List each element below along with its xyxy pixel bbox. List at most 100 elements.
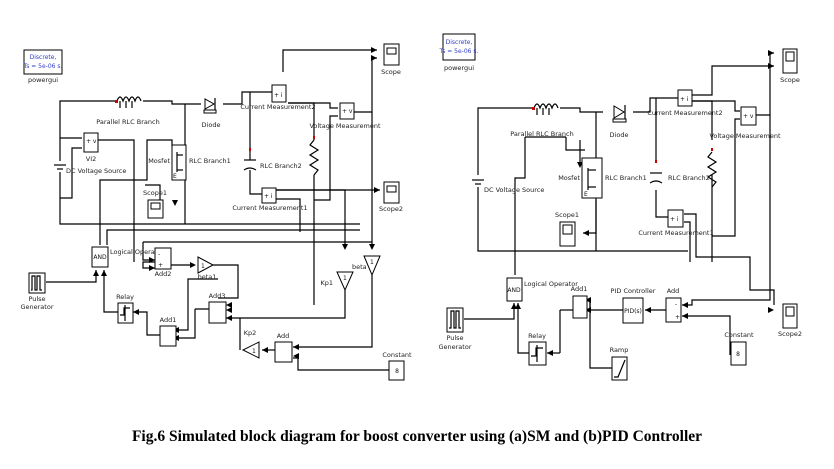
svg-text:Scope1: Scope1 [555,211,579,219]
svg-text:Voltage Measurement: Voltage Measurement [309,122,381,130]
add1-a[interactable]: Add1 [159,316,177,347]
svg-text:AND: AND [507,287,521,294]
rlc-branch2-capacitor-a[interactable]: RLC Branch2 [243,148,302,171]
svg-text:Current Measurement1: Current Measurement1 [232,204,307,212]
relay-a[interactable]: Relay [116,293,134,324]
pulse-generator-b[interactable]: Pulse Generator [438,307,472,351]
svg-text:Current Measurement2: Current Measurement2 [240,103,315,111]
current-measurement1-b[interactable]: + i Current Measurement1 [638,209,714,237]
svg-text:PID Controller: PID Controller [611,287,656,295]
svg-text:Add1: Add1 [160,316,177,324]
svg-text:Add: Add [667,287,680,295]
pulse-generator-a[interactable]: Pulse Generator [20,272,54,311]
current-measurement2-a[interactable]: + i Current Measurement2 [240,84,316,111]
svg-text:Constant: Constant [382,351,412,359]
svg-text:Discrete,: Discrete, [446,39,473,46]
svg-text:beta1: beta1 [198,273,217,281]
voltage-measurement-a[interactable]: + v Voltage Measurement [309,102,381,130]
powergui-block-b[interactable]: Discrete, Ts = 5e-06 s. powergui [439,33,479,72]
scope-a[interactable]: Scope [381,43,401,76]
beta1-gain-a[interactable]: 1 beta1 [197,256,217,281]
scope2-a[interactable]: Scope2 [379,181,403,213]
svg-text:VI2: VI2 [86,155,97,163]
rlc-branch2-capacitor-b[interactable]: RLC Branch2 [649,160,710,184]
diode-a[interactable]: Diode [202,98,221,129]
ramp-b[interactable]: Ramp [610,346,629,381]
kp1-gain-a[interactable]: 1 Kp1 [320,271,354,292]
svg-text:Add: Add [277,332,290,340]
svg-text:Current Measurement1: Current Measurement1 [638,229,713,237]
svg-text:Scope1: Scope1 [143,189,167,197]
parallel-rlc-branch-b[interactable]: Parallel RLC Branch [510,103,574,138]
scope1-a[interactable]: Scope1 [143,189,167,219]
svg-text:+ i: + i [264,193,273,200]
scope1-b[interactable]: Scope1 [555,211,579,247]
svg-text:1: 1 [252,348,256,355]
svg-text:Ts = 5e-06 s.: Ts = 5e-06 s. [439,48,479,55]
svg-text:+ i: + i [680,96,689,103]
parallel-rlc-branch-a[interactable]: Parallel RLC Branch [96,96,160,126]
svg-text:Mosfet: Mosfet [148,157,170,165]
figure-caption: Fig.6 Simulated block diagram for boost … [131,428,703,445]
svg-text:-: - [675,301,677,308]
logical-operator-a[interactable]: AND Logical Operator [91,246,164,268]
svg-text:Ramp: Ramp [610,346,629,354]
powergui-block-a[interactable]: Discrete, Ts = 5e-06 s. powergui [23,49,63,84]
scope2-b[interactable]: Scope2 [778,303,802,338]
svg-text:Add3: Add3 [209,292,226,300]
dc-voltage-source-a[interactable]: DC Voltage Source [54,164,126,175]
svg-text:Constant: Constant [724,331,754,339]
svg-text:Add2: Add2 [155,270,172,278]
scope-b[interactable]: Scope [780,48,800,84]
svg-text:RLC Branch1: RLC Branch1 [189,157,231,165]
svg-text:Parallel RLC Branch: Parallel RLC Branch [96,118,159,126]
svg-text:1: 1 [343,275,347,282]
svg-text:Pulse: Pulse [28,295,45,303]
svg-text:Scope: Scope [381,68,401,76]
svg-text:+ v: + v [743,113,754,120]
constant-a[interactable]: 8 Constant [382,351,412,381]
constant-b[interactable]: 8 Constant [724,331,754,366]
current-measurement1-a[interactable]: + i Current Measurement1 [232,187,308,212]
pid-controller-b[interactable]: PID(s) PID Controller [611,287,656,324]
svg-text:DC Voltage Source: DC Voltage Source [66,167,126,175]
add2-a[interactable]: -+ Add2 [154,247,172,278]
svg-text:PID(s): PID(s) [624,308,642,315]
svg-text:Generator: Generator [438,343,471,351]
add-b[interactable]: -+ Add [665,287,682,323]
add-a[interactable]: Add [274,332,293,363]
svg-text:Current Measurement2: Current Measurement2 [647,109,722,117]
voltage-measurement-b[interactable]: + v Voltage Measurement [709,106,781,140]
diagram-b-pid: Discrete, Ts = 5e-06 s. powergui [438,33,802,381]
diode-b[interactable]: Diode [610,105,629,139]
kp2-gain-a[interactable]: 1 Kp2 [241,329,260,359]
svg-text:Scope2: Scope2 [778,330,802,338]
mosfet-b[interactable]: E Mosfet RLC Branch1 [558,157,647,199]
svg-text:Relay: Relay [528,332,546,340]
add3-a[interactable]: Add3 [208,292,227,324]
svg-text:Ts = 5e-06 s.: Ts = 5e-06 s. [23,63,63,70]
svg-text:Voltage Measurement: Voltage Measurement [709,132,781,140]
svg-text:Logical Operator: Logical Operator [110,248,164,256]
svg-text:8: 8 [736,351,740,358]
svg-text:+ i: + i [274,92,283,99]
svg-text:E: E [173,173,177,180]
add1-b[interactable]: Add1 [571,285,588,319]
vi2-measurement-a[interactable]: + v VI2 [83,132,99,163]
resistor-b[interactable] [706,148,718,188]
svg-text:Discrete,: Discrete, [30,54,57,61]
dc-voltage-source-b[interactable]: DC Voltage Source [472,179,544,194]
relay-b[interactable]: Relay [528,332,547,366]
mosfet-a[interactable]: E Mosfet RLC Branch1 [148,144,231,181]
resistor-a[interactable] [308,136,320,176]
svg-text:Logical Operator: Logical Operator [524,280,578,288]
svg-text:+ v: + v [86,138,97,145]
svg-text:1: 1 [201,263,205,270]
current-measurement2-b[interactable]: + i Current Measurement2 [647,89,723,117]
beta-gain-a[interactable]: 1 beta [352,255,381,277]
svg-text:Scope: Scope [780,76,800,84]
svg-text:beta: beta [352,263,367,271]
logical-operator-b[interactable]: AND Logical Operator [506,277,578,302]
svg-text:RLC Branch1: RLC Branch1 [605,174,647,182]
